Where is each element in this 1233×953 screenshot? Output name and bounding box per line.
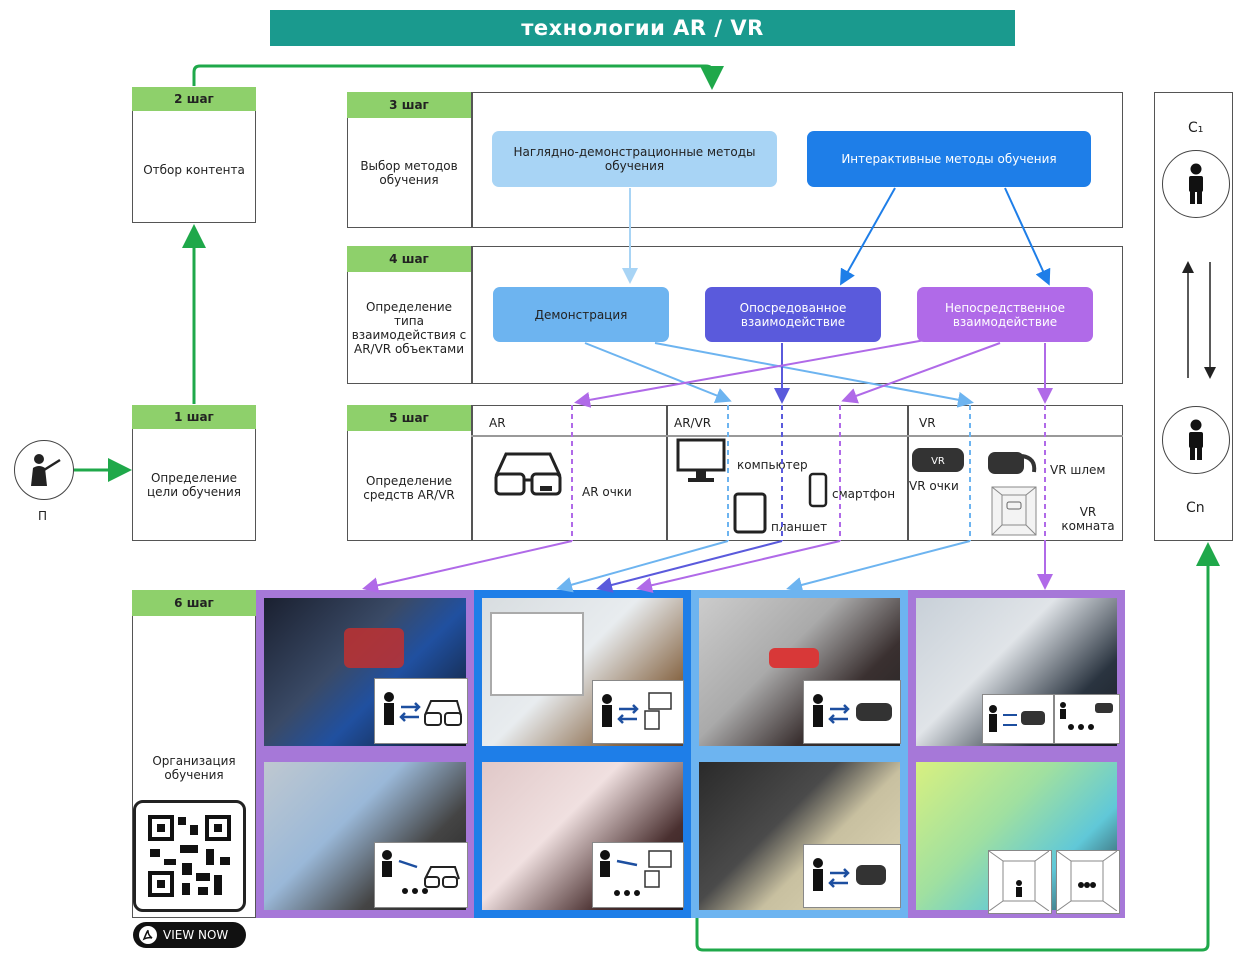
tools-col-ar: AR	[489, 416, 506, 430]
step3-text: Выбор методов обучения	[360, 158, 458, 187]
step6-tag: 6 шаг	[132, 590, 256, 616]
step4-tag: 4 шаг	[347, 246, 471, 272]
inset-teacher-group-ar	[374, 842, 468, 908]
inset-vr-room-single	[988, 850, 1052, 914]
smartphone-label: смартфон	[832, 487, 896, 501]
step5-text: Определение средств AR/VR	[363, 473, 455, 502]
tools-col-vr: VR	[919, 416, 936, 430]
photo-cell-6	[474, 754, 691, 918]
ar-glasses-label: AR очки	[582, 485, 632, 499]
tablet-label: планшет	[771, 520, 828, 534]
vr-room-label: VR комната	[1061, 505, 1115, 533]
tools-col-arvr: AR/VR	[674, 416, 712, 430]
view-now-label: VIEW NOW	[163, 928, 229, 942]
pdf-icon	[139, 926, 157, 944]
vr-glasses-icon: VR	[912, 448, 964, 472]
vr-room-icon	[991, 486, 1037, 536]
step2-text: Отбор контента	[143, 163, 245, 177]
view-now-button[interactable]: VIEW NOW	[133, 922, 246, 948]
method-interactive: Интерактивные методы обучения	[807, 131, 1091, 187]
teacher-label: П	[38, 509, 48, 523]
step3-tag: 3 шаг	[347, 92, 471, 118]
interaction-direct: Непосредственное взаимодействие	[917, 287, 1093, 342]
step1-tag: 1 шаг	[132, 405, 256, 429]
step4-text: Определение типа взаимодействия с AR/VR …	[351, 300, 467, 356]
vr-glasses-label: VR очки	[909, 479, 959, 493]
ar-glasses-icon	[494, 452, 562, 496]
student-last-label: Сn	[1186, 500, 1205, 516]
photo-cell-1	[256, 590, 474, 754]
step5-tag: 5 шаг	[347, 405, 471, 431]
smartphone-icon	[808, 472, 828, 508]
tablet-icon	[733, 492, 767, 534]
method-visual: Наглядно-демонстрационные методы обучени…	[492, 131, 777, 187]
inset-group-to-helmet	[1054, 694, 1120, 744]
step2-tag: 2 шаг	[132, 87, 256, 111]
photo-cell-4	[908, 590, 1125, 754]
photo-cell-5	[256, 754, 474, 918]
teacher-icon	[14, 440, 74, 500]
inset-person-to-devices	[592, 680, 684, 744]
photo-cell-3	[691, 590, 908, 754]
interaction-mediated: Опосредованное взаимодействие	[705, 287, 881, 342]
computer-icon	[676, 438, 726, 482]
inset-person-to-ar	[374, 678, 468, 744]
inset-teacher-group-devices	[592, 842, 684, 908]
step6-text: Организация обучения	[152, 753, 236, 782]
student-last-icon	[1162, 406, 1230, 474]
student-first-icon	[1162, 150, 1230, 218]
photo-cell-7	[691, 754, 908, 918]
student-first-label: С₁	[1188, 120, 1204, 136]
photo-cell-2	[474, 590, 691, 754]
interaction-demo: Демонстрация	[493, 287, 669, 342]
svg-text:VR: VR	[931, 456, 945, 467]
vr-helmet-icon	[988, 452, 1037, 474]
step1-text: Определение цели обучения	[146, 471, 241, 499]
computer-label: компьютер	[737, 458, 808, 472]
banner-title: технологии AR / VR	[270, 10, 1015, 46]
vr-helmet-label: VR шлем	[1050, 463, 1106, 477]
inset-person-to-helmet	[982, 694, 1054, 744]
inset-vr-room-group	[1056, 850, 1120, 914]
inset-person-to-vr-glasses	[803, 680, 901, 744]
qr-code[interactable]	[133, 800, 246, 912]
step6-arrows	[362, 540, 1053, 594]
photo-cell-8	[908, 754, 1125, 918]
inset-teacher-to-helmet	[803, 844, 901, 908]
